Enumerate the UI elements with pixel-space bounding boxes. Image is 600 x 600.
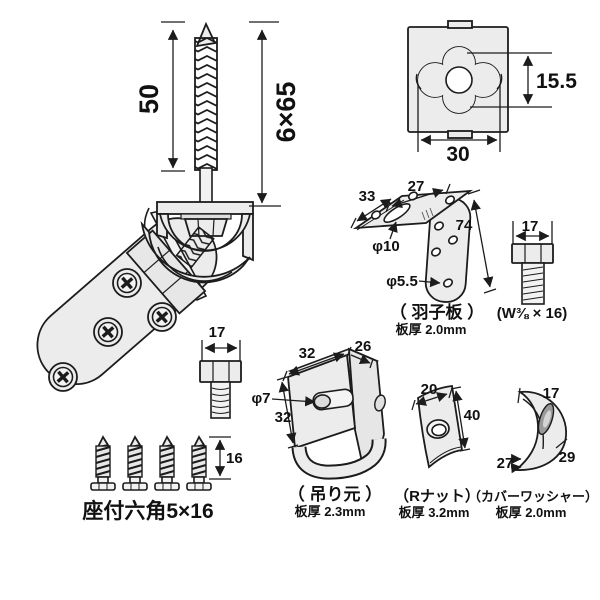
tsurimoto-dimensions: 32 26 φ7 32: [251, 338, 374, 449]
center-hole: [445, 66, 473, 94]
plate-tab-bottom: [447, 130, 473, 139]
dim-tsurimoto-hole: φ7: [251, 390, 270, 407]
swivel-cup: [140, 201, 254, 284]
rnut-caption: （Rナット）: [394, 487, 480, 505]
dim-hexbolt-head: 17: [209, 324, 226, 341]
dim-hagoita-depth: 33: [359, 188, 376, 205]
hanger-screw: [194, 21, 218, 207]
dim-wbolt-head: 17: [522, 218, 539, 235]
clover-hole: [415, 46, 503, 114]
tapping-screw-icon: [186, 435, 212, 491]
dim-hagoita-length: 74: [456, 217, 473, 234]
dim-tsurimoto-width: 32: [299, 345, 316, 362]
hanger-dimensions: 50 6×65: [134, 21, 301, 207]
hagoita-thickness: 板厚 2.0mm: [396, 322, 467, 337]
dim-plate-width: 30: [446, 143, 469, 166]
swivel-hanger-assembly: 50 6×65: [36, 21, 301, 392]
screw-threads: [194, 37, 218, 171]
tsurimoto-bracket: 32 26 φ7 32 （ 吊り元 ） 板厚 2.3mm: [251, 338, 387, 519]
dim-hagoita-hole-small: φ5.5: [386, 273, 418, 290]
hexbolt-shank: [210, 381, 231, 419]
hexbolt-head: [199, 360, 242, 383]
tapping-screws: 16 座付六角5×16: [82, 435, 243, 523]
rnut-dimensions: 20 40: [411, 381, 481, 452]
cup-band: [158, 213, 252, 252]
square-backing-plate: 15.5 30: [407, 20, 577, 166]
plate-dimensions: 15.5 30: [417, 52, 577, 166]
wbolt-threads: [522, 266, 544, 301]
hagoita-bracket: 27 33 74 φ10 φ5.5 （ 羽子板 ） 板厚 2.0mm: [350, 178, 497, 337]
cover-washer-caption: （カバーワッシャー）: [468, 489, 598, 504]
plate-tab-top: [447, 20, 473, 29]
phillips-screw-icon: [147, 302, 177, 332]
dim-hagoita-hole-large: φ10: [372, 238, 399, 255]
paddle-screws: [48, 268, 177, 392]
dim-hagoita-top: 27: [408, 178, 425, 195]
cover-washer-thickness: 板厚 2.0mm: [496, 505, 567, 520]
w-bolt: 17 (W⅜ × 16): [497, 218, 567, 322]
tsurimoto-caption: （ 吊り元 ）: [288, 484, 382, 504]
cover-washer-dimensions: 17 29 27: [497, 385, 576, 474]
tapping-screw-icon: [90, 435, 116, 491]
dim-screw-size: 6×65: [271, 82, 301, 143]
dim-screw-length: 16: [226, 450, 243, 467]
hagoita-caption: （ 羽子板 ）: [390, 302, 484, 322]
phillips-screw-icon: [93, 317, 123, 347]
cover-washer: 17 29 27 （カバーワッシャー） 板厚 2.0mm: [468, 385, 598, 520]
dim-tsurimoto-height: 32: [275, 409, 292, 426]
tsurimoto-ear: [374, 394, 386, 412]
hexbolt-threads: [211, 387, 230, 414]
phillips-screw-icon: [112, 268, 142, 298]
dim-cover-outer: 29: [559, 449, 576, 466]
dim-cover-inner: 27: [497, 455, 514, 472]
tapping-screw-icon: [154, 435, 180, 491]
cover-washer-slot-inner: [543, 410, 551, 428]
embossed-brand-mark: [421, 207, 434, 221]
r-nut: 20 40 （Rナット） 板厚 3.2mm: [394, 381, 480, 520]
cover-washer-band: [140, 221, 251, 284]
tsurimoto-thickness: 板厚 2.3mm: [295, 504, 366, 519]
cup-top-bar: [156, 201, 254, 215]
wbolt-caption: (W⅜ × 16): [497, 305, 567, 322]
tapping-screw-icon: [122, 435, 148, 491]
dim-thread-length: 50: [134, 84, 164, 114]
threaded-rod: [175, 226, 215, 269]
dim-rnut-height: 40: [464, 407, 481, 424]
dim-cover-top: 17: [543, 385, 560, 402]
dim-rnut-width: 20: [421, 381, 438, 398]
wbolt-head: [511, 243, 554, 264]
rnut-thickness: 板厚 3.2mm: [399, 505, 470, 520]
dim-tsurimoto-depth: 26: [355, 338, 372, 355]
phillips-screw-icon: [48, 362, 78, 392]
screw-shank: [199, 167, 213, 207]
hagoita-dimensions: 27 33 74 φ10 φ5.5: [350, 178, 497, 294]
tapping-screws-caption: 座付六角5×16: [82, 499, 213, 523]
hex-bolt: 17: [199, 324, 242, 419]
dim-hole-span: 15.5: [536, 70, 577, 93]
tsurimoto-loop: [293, 438, 385, 478]
